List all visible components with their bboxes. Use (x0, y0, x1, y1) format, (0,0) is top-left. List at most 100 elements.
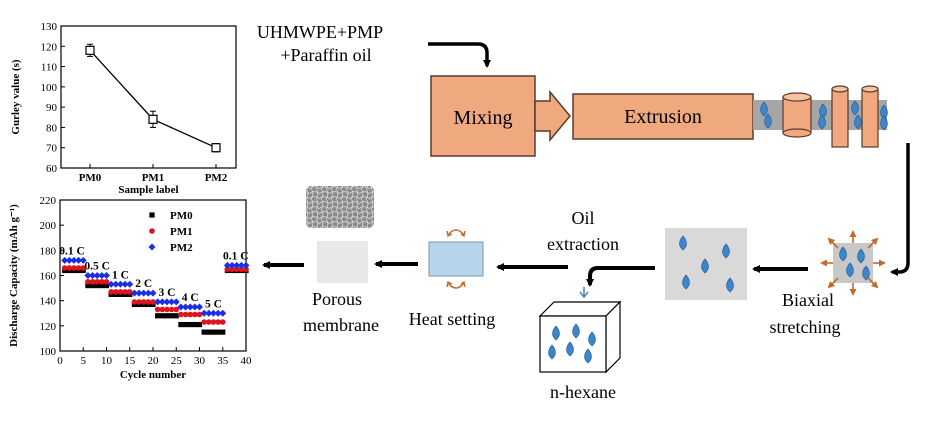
discharge-point-pm1 (192, 311, 198, 318)
discharge-point-pm0 (206, 329, 212, 335)
discharge-point-pm1 (154, 306, 161, 313)
legend-marker-pm2 (148, 243, 156, 251)
discharge-point-pm2 (237, 261, 245, 269)
discharge-point-pm2 (205, 309, 213, 317)
discharge-point-pm1 (108, 289, 114, 295)
discharge-point-pm0 (164, 313, 170, 319)
discharge-point-pm2 (98, 272, 106, 279)
discharge-x-axis-label: Cycle number (120, 369, 186, 381)
discharge-point-pm2 (186, 303, 194, 311)
discharge-point-pm2 (89, 272, 97, 279)
discharge-point-pm1 (224, 266, 231, 273)
gurley-y-axis-label: Gurley value (s) (10, 59, 22, 134)
discharge-point-pm0 (173, 313, 179, 319)
roller-3 (861, 85, 879, 148)
to-extraction-arrow (586, 266, 655, 287)
discharge-point-pm2 (126, 280, 134, 288)
discharge-point-pm1 (243, 266, 249, 273)
discharge-point-pm0 (215, 329, 221, 335)
discharge-point-pm2 (182, 303, 190, 311)
discharge-point-pm2 (107, 280, 115, 288)
discharge-point-pm1 (201, 319, 207, 325)
discharge-point-pm2 (223, 261, 231, 269)
discharge-x-tick-label: 40 (241, 355, 253, 367)
discharge-point-pm1 (150, 299, 156, 305)
rate-label: 0.1 C (223, 250, 249, 262)
discharge-point-pm2 (158, 298, 166, 306)
discharge-point-pm1 (229, 266, 235, 273)
discharge-point-pm1 (113, 289, 119, 295)
discharge-point-pm1 (75, 265, 82, 271)
discharge-point-pm2 (121, 280, 129, 288)
discharge-point-pm1 (206, 319, 212, 325)
discharge-point-pm1 (71, 265, 77, 271)
discharge-point-pm1 (89, 278, 96, 285)
discharge-point-pm0 (182, 321, 189, 328)
hexane-bath (538, 300, 622, 374)
discharge-point-pm0 (155, 313, 161, 319)
biaxial-stretch-icon (820, 230, 886, 296)
discharge-point-pm0 (89, 282, 96, 289)
discharge-point-pm2 (219, 309, 227, 317)
porous-label-line2: membrane (303, 315, 379, 335)
gurley-y-tick-label: 70 (46, 143, 58, 155)
discharge-point-pm0 (201, 329, 207, 335)
discharge-point-pm2 (61, 256, 69, 264)
discharge-y-tick-label: 140 (40, 296, 57, 308)
gurley-y-tick-label: 100 (41, 82, 58, 94)
discharge-point-pm0 (210, 329, 217, 335)
gurley-series-line (89, 49, 217, 149)
gurley-y-tick-label: 130 (41, 21, 58, 33)
discharge-point-pm2 (93, 272, 101, 279)
discharge-point-pm2 (209, 309, 217, 317)
discharge-point-pm1 (145, 299, 152, 305)
legend-marker-pm1 (149, 228, 155, 234)
discharge-y-tick-label: 100 (40, 346, 57, 358)
roller-2 (831, 85, 849, 148)
discharge-point-pm1 (173, 306, 180, 313)
discharge-point-pm2 (112, 280, 120, 288)
porous-label-line1: Porous (312, 289, 362, 309)
biaxial-label-line1: Biaxial (782, 290, 834, 310)
gurley-point (148, 114, 158, 124)
discharge-point-pm2 (144, 289, 152, 297)
discharge-point-pm2 (196, 303, 203, 311)
discharge-point-pm2 (163, 298, 171, 306)
discharge-point-pm0 (196, 321, 203, 328)
gurley-plot-frame (60, 25, 237, 169)
discharge-point-pm1 (131, 299, 138, 305)
discharge-point-pm2 (168, 298, 176, 306)
discharge-point-pm0 (103, 282, 110, 289)
extrusion-to-stretch-arrow (890, 143, 910, 276)
discharge-point-pm1 (159, 306, 166, 313)
discharge-point-pm2 (103, 272, 110, 279)
discharge-point-pm2 (214, 309, 222, 317)
legend-label-pm2: PM2 (170, 242, 193, 254)
heat-setting-block (428, 229, 484, 289)
discharge-point-pm2 (70, 256, 78, 264)
gurley-point (211, 143, 221, 153)
discharge-point-pm1 (210, 319, 217, 325)
oil-label-line2: extraction (547, 234, 619, 254)
discharge-point-pm0 (178, 321, 184, 328)
discharge-point-pm2 (200, 309, 208, 317)
raw-material-line2: +Paraffin oil (280, 45, 371, 65)
rate-label: 5 C (205, 298, 222, 310)
discharge-point-pm2 (65, 256, 73, 264)
legend-label-pm0: PM0 (170, 210, 193, 222)
discharge-x-tick-label: 10 (101, 355, 113, 367)
legend-marker-pm0 (149, 212, 155, 218)
rate-label: 3 C (158, 287, 175, 299)
mixing-box (430, 75, 536, 157)
discharge-point-pm1 (61, 265, 68, 271)
oil-label-line1: Oil (571, 208, 594, 228)
discharge-point-pm1 (85, 278, 91, 285)
rate-label: 4 C (182, 292, 199, 304)
rate-label: 0.5 C (84, 261, 110, 273)
porous-membrane (317, 241, 368, 283)
discharge-point-pm2 (79, 256, 87, 264)
discharge-point-pm1 (182, 311, 189, 318)
